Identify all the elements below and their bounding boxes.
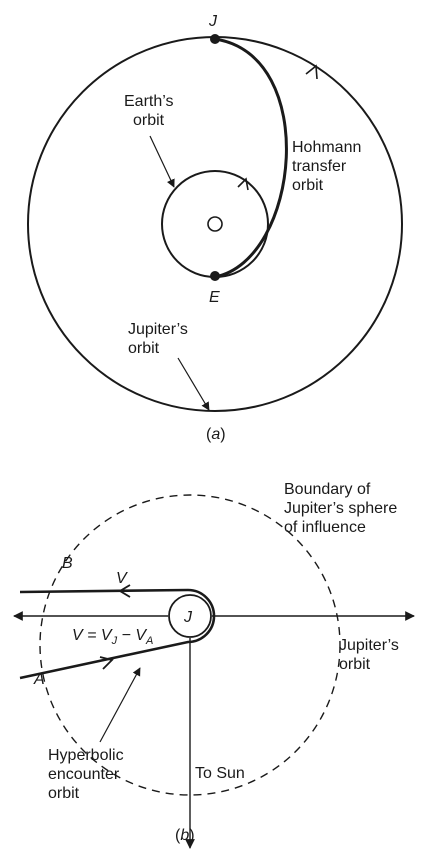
- point-b-label: B: [62, 555, 73, 572]
- planet-j-label: J: [183, 609, 193, 626]
- to-sun-label: To Sun: [195, 765, 245, 782]
- boundary-label-line3: of influence: [284, 519, 366, 536]
- caption-b: (b): [175, 827, 195, 844]
- point-a-label: A: [33, 671, 45, 688]
- earth-orbit-label-line2: orbit: [133, 112, 165, 129]
- sun-circle: [207, 216, 223, 232]
- jupiter-orbit-pointer: [177, 357, 210, 411]
- boundary-label-line1: Boundary of: [284, 481, 371, 498]
- point-j-label: J: [208, 13, 218, 30]
- point-e-label: E: [209, 289, 220, 306]
- hohmann-transfer-path: [214, 37, 288, 279]
- incoming-direction-icon: [99, 656, 114, 670]
- hyperbolic-label-line1: Hyperbolic: [48, 747, 124, 764]
- hohmann-label-line2: transfer: [292, 158, 347, 175]
- boundary-label-line2: Jupiter’s sphere: [284, 500, 397, 517]
- hyperbolic-label-line3: orbit: [48, 785, 80, 802]
- jupiter-orbit-direction-icon: [305, 64, 318, 80]
- point-j-dot: [210, 34, 220, 44]
- point-e-dot: [210, 271, 220, 281]
- hyperbolic-orbit-pointer: [99, 667, 141, 743]
- hohmann-label-line1: Hohmann: [292, 139, 361, 156]
- jupiter-orbit-label-line1: Jupiter’s: [128, 321, 188, 338]
- caption-a: (a): [206, 426, 226, 443]
- hohmann-label-line3: orbit: [292, 177, 324, 194]
- hyperbolic-encounter-path: [19, 588, 216, 680]
- outgoing-direction-icon: [118, 584, 131, 598]
- jupiter-planet-circle: [168, 594, 212, 638]
- jupiter-orbit-b-label-line1: Jupiter’s: [339, 637, 399, 654]
- hyperbolic-label-line2: encounter: [48, 766, 120, 783]
- earth-orbit-direction-icon: [237, 177, 249, 191]
- diagram-b: Boundary of Jupiter’s sphere of influenc…: [13, 481, 415, 849]
- earth-orbit-pointer: [149, 135, 175, 188]
- velocity-v-label: V: [116, 570, 128, 587]
- jupiter-orbit-b-label-line2: orbit: [339, 656, 371, 673]
- earth-orbit-label-line1: Earth’s: [124, 93, 174, 110]
- jupiter-orbit-label-line2: orbit: [128, 340, 160, 357]
- sphere-of-influence-boundary: [39, 494, 341, 796]
- diagram-a: J E Earth’s orbit Hohmann transfer orbit…: [27, 13, 403, 443]
- velocity-equation: V = VJ − VA: [72, 627, 153, 647]
